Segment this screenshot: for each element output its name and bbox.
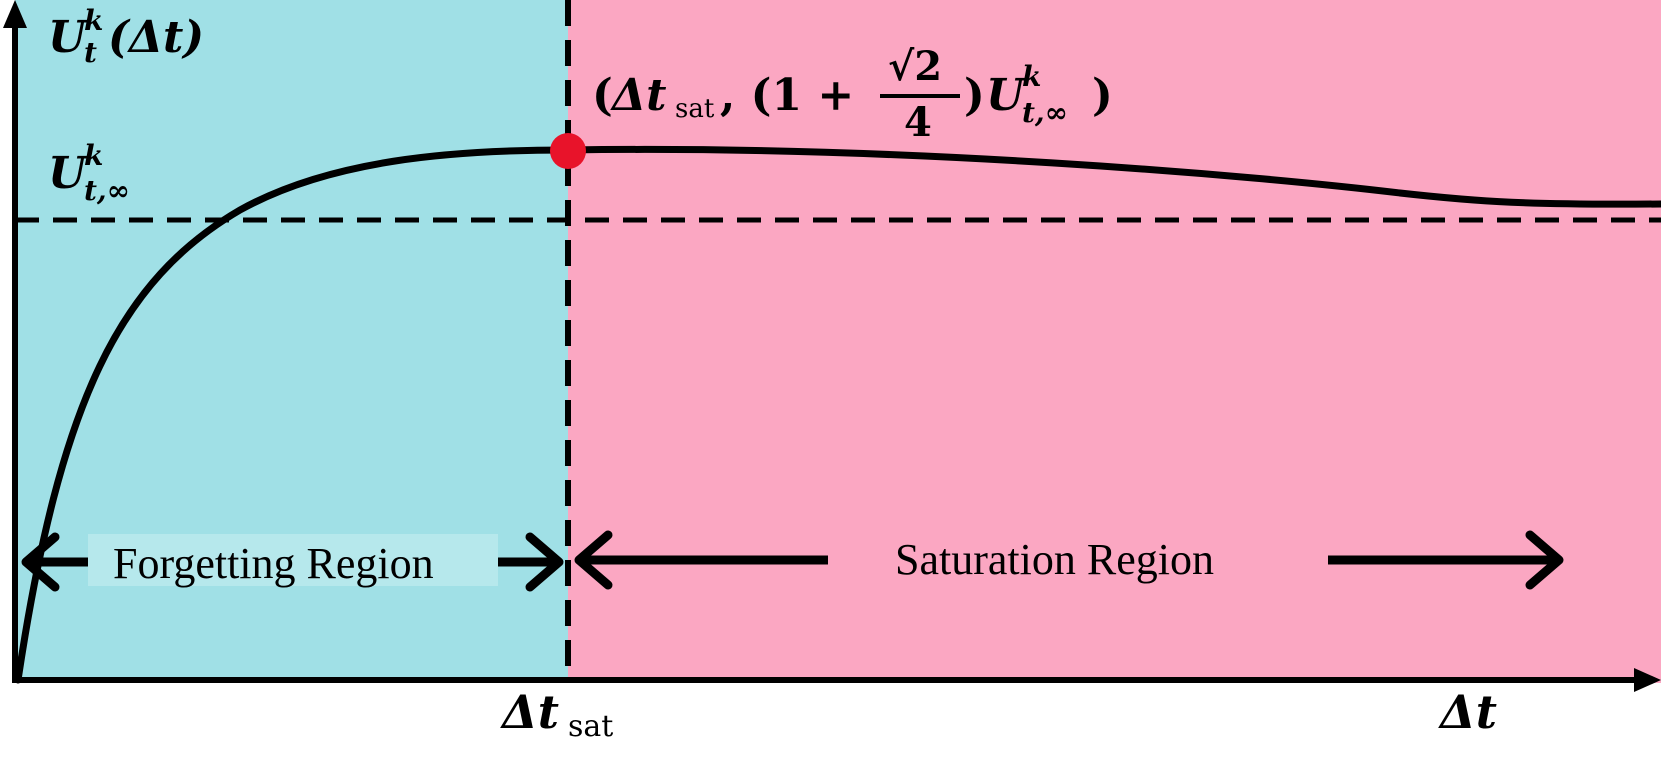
saturation-peak-marker <box>550 133 586 169</box>
peak-point-label: ( Δt sat , (1 + √2 4 ) U k t,∞ ) <box>592 43 1113 146</box>
svg-text:√2: √2 <box>888 43 942 90</box>
svg-text:): ) <box>964 70 985 121</box>
forgetting-label-box <box>88 534 498 586</box>
svg-text:k: k <box>84 4 103 37</box>
svg-text:k: k <box>1022 60 1041 93</box>
forgetting-arrow-right-head <box>525 532 564 592</box>
svg-text:sat: sat <box>568 709 613 744</box>
y-label-sup: k <box>84 4 103 37</box>
svg-text:sat: sat <box>675 94 715 124</box>
y-label-sub: t <box>84 36 97 69</box>
asymptote-label: U k t,∞ <box>48 139 130 207</box>
svg-text:t: t <box>84 36 97 69</box>
svg-text:, (1 +: , (1 + <box>720 70 854 121</box>
svg-text:U: U <box>48 148 89 199</box>
saturation-arrow-left-head <box>574 530 613 590</box>
y-label-arg: (Δt) <box>108 12 204 63</box>
x-axis-arrowhead <box>1634 668 1661 692</box>
y-axis-arrowhead <box>3 0 27 28</box>
svg-text:Δt: Δt <box>610 70 666 121</box>
svg-text:): ) <box>1092 70 1113 121</box>
svg-text:U: U <box>48 12 89 63</box>
svg-text:t,∞: t,∞ <box>1022 96 1068 129</box>
svg-text:k: k <box>84 139 103 172</box>
svg-text:U: U <box>986 70 1027 121</box>
forgetting-region-label: Forgetting Region <box>113 539 434 588</box>
svg-text:(Δt): (Δt) <box>108 12 204 63</box>
svg-text:(: ( <box>592 70 613 121</box>
svg-text:4: 4 <box>904 99 932 146</box>
forgetting-arrow-left-head <box>21 532 60 592</box>
saturation-region-label: Saturation Region <box>895 535 1214 584</box>
y-label-main: U <box>48 12 89 63</box>
saturation-tick-label: Δt sat <box>500 685 613 744</box>
x-axis-label: Δt <box>1438 685 1497 739</box>
saturation-region-background <box>568 0 1661 683</box>
saturation-arrow-right-head <box>1525 530 1564 590</box>
svg-text:Δt: Δt <box>500 685 559 739</box>
svg-text:t,∞: t,∞ <box>84 174 130 207</box>
y-axis-label: U k t (Δt) <box>48 4 204 69</box>
